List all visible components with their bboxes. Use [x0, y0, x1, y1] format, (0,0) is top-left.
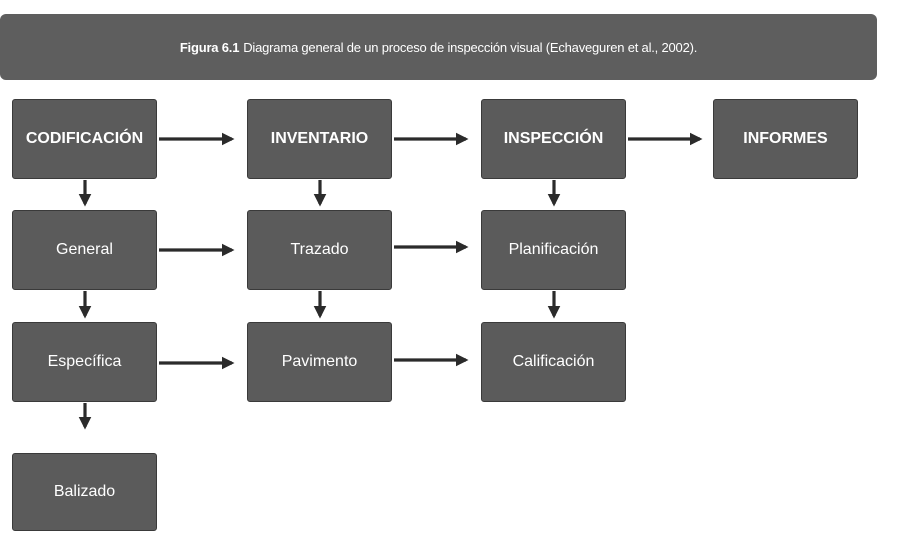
- figure-caption-bar: Figura 6.1 Diagrama general de un proces…: [0, 14, 877, 80]
- node-calificacion: Calificación: [481, 322, 626, 402]
- node-balizado: Balizado: [12, 453, 157, 531]
- node-inspeccion: INSPECCIÓN: [481, 99, 626, 179]
- node-informes: INFORMES: [713, 99, 858, 179]
- node-trazado: Trazado: [247, 210, 392, 290]
- node-codificacion: CODIFICACIÓN: [12, 99, 157, 179]
- node-inventario: INVENTARIO: [247, 99, 392, 179]
- figure-caption-text: Diagrama general de un proceso de inspec…: [243, 39, 698, 55]
- figure-label: Figura 6.1: [179, 39, 240, 55]
- node-general: General: [12, 210, 157, 290]
- node-planificacion: Planificación: [481, 210, 626, 290]
- node-especifica: Específica: [12, 322, 157, 402]
- node-pavimento: Pavimento: [247, 322, 392, 402]
